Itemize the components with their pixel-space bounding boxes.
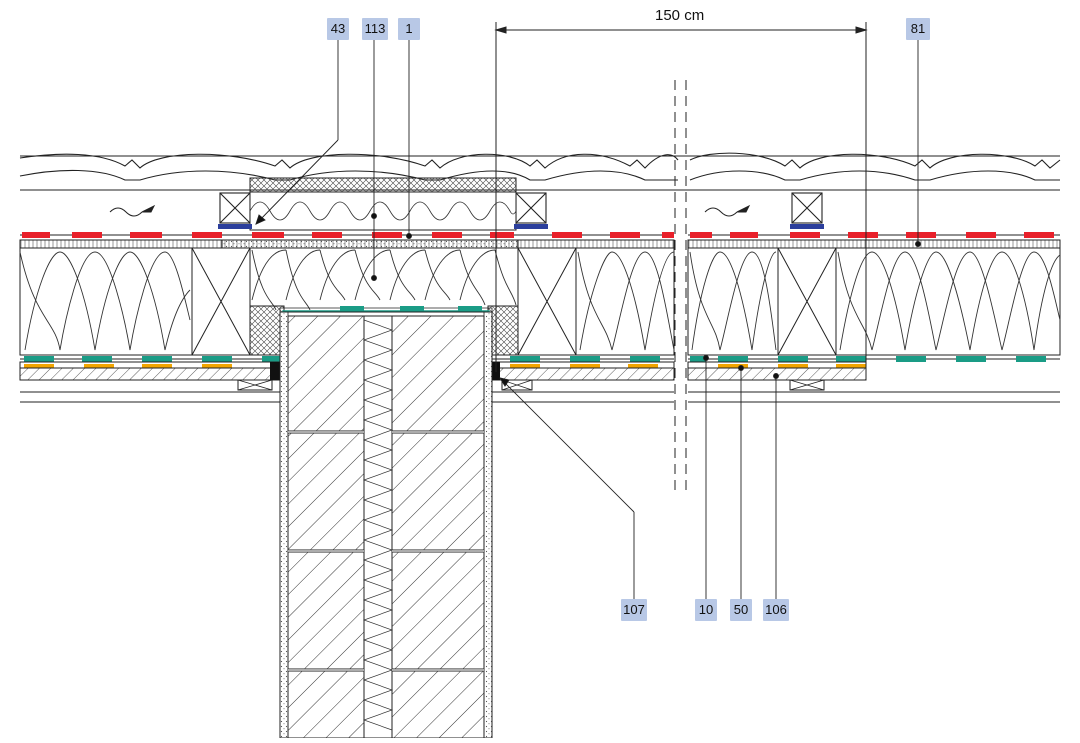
- break-lines: [674, 80, 687, 490]
- counter-battens: [219, 192, 823, 224]
- callout-107: 107: [621, 599, 647, 621]
- dimension-150cm: [494, 22, 868, 372]
- sealing-tapes: [218, 224, 824, 229]
- roof-tiles: [19, 152, 1061, 191]
- ceiling-layers: [19, 361, 1060, 403]
- dimension-label: 150 cm: [655, 7, 705, 24]
- sheathing-board: [19, 239, 1061, 249]
- callout-10: 10: [695, 599, 717, 621]
- callout-113: 113: [362, 18, 388, 40]
- callout-106: 106: [763, 599, 789, 621]
- callout-43: 43: [327, 18, 349, 40]
- leader-lines: [255, 40, 921, 600]
- airflow-arrow: [109, 204, 751, 217]
- callout-1: 1: [398, 18, 420, 40]
- callout-81: 81: [906, 18, 930, 40]
- callout-50: 50: [730, 599, 752, 621]
- upper-insulation: [249, 177, 517, 231]
- underlay-membrane: [20, 232, 1060, 238]
- rafter-insulation: [19, 247, 1061, 356]
- party-wall: [279, 311, 493, 739]
- wall-head-infill: [249, 305, 519, 356]
